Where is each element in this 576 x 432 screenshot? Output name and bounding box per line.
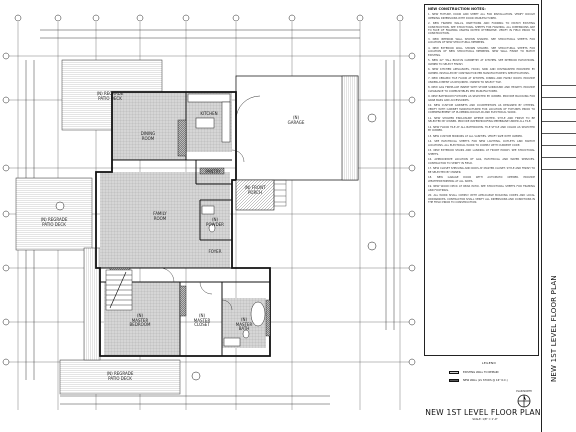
legend-swatch <box>449 371 459 374</box>
legend-item-existing-wall: EXISTING WALL TO REMAIN <box>449 371 498 374</box>
patio-deck-strip <box>83 247 101 361</box>
north-label: PLAN NORTH <box>516 390 532 393</box>
note-item: 12. NEW FLOOR TILE AT ALL BATHROOMS. TIL… <box>428 125 535 133</box>
title-block: NEW 1ST LEVEL FLOOR PLAN <box>541 0 576 432</box>
note-item: 7. NEW CERAMIC TILE FLOOR AT KITCHEN, DI… <box>428 77 535 84</box>
front-porch <box>235 179 275 211</box>
title-block-sheet-name: NEW 1ST LEVEL FLOOR PLAN <box>550 275 558 382</box>
notes-heading: NEW CONSTRUCTION NOTES: <box>428 7 486 11</box>
title-block-rows <box>542 74 576 170</box>
door-swings <box>159 149 245 311</box>
legend-label: NEW WALL (2x STUDS @ 16" O.C.) <box>463 379 508 382</box>
legend-swatch <box>449 379 459 382</box>
stair <box>105 269 133 311</box>
kitchen-counters <box>187 93 231 143</box>
title-block-row <box>542 122 576 134</box>
note-item: 13. NEW CUSTOM MIRRORS AT ALL VANITIES. … <box>428 134 523 138</box>
notes-list: 1. NEW FIXTURE, DOOR AND SHEET ALL FOR I… <box>428 13 535 204</box>
section-markers <box>55 113 377 381</box>
garage-deck-right <box>341 75 359 181</box>
title-block-row <box>542 158 576 170</box>
note-item: 6. NEW KITCHEN APPLIANCES, HOOD, SINK AN… <box>428 68 535 75</box>
note-item: 19. NEW WOOD DECK AT REAR PATIO. SEE STR… <box>428 185 535 192</box>
note-item: 10. NEW CUSTOM CABINETS AND COUNTERTOPS … <box>428 104 535 115</box>
title-block-row <box>542 86 576 98</box>
note-item: 1. NEW FIXTURE, DOOR AND SHEET ALL FOR I… <box>428 13 535 20</box>
note-item: 18. NEW GARAGE DOOR WITH AUTOMATIC OPENE… <box>428 176 535 183</box>
note-item: 3. NEW INTERIOR WALL SHOWN SHADED. SEE S… <box>428 38 535 45</box>
note-item: 5. NEW 42" TALL BUILT-IN CABINETRY AT KI… <box>428 59 535 66</box>
legend: LEGEND EXISTING WALL TO REMAIN NEW WALL … <box>449 361 529 393</box>
grid-bubbles <box>2 14 416 366</box>
north-arrow-icon <box>517 394 531 408</box>
note-item: 9. NEW BATHROOM FIXTURES AS SELECTED BY … <box>428 95 535 102</box>
porch-steps <box>273 179 287 207</box>
floor-plan <box>2 14 416 410</box>
garage-slab <box>235 75 359 181</box>
legend-item-new-wall: NEW WALL (2x STUDS @ 16" O.C.) <box>449 379 508 382</box>
title-block-row <box>542 134 576 146</box>
title-block-row <box>542 146 576 158</box>
dining-room-floor <box>112 92 186 160</box>
note-item: 16. APPROXIMATE LOCATION OF GAS, ELECTRI… <box>428 158 535 165</box>
construction-notes-box: NEW CONSTRUCTION NOTES: 1. NEW FIXTURE, … <box>424 4 539 356</box>
sheet-title: NEW 1ST LEVEL FLOOR PLAN <box>425 408 541 417</box>
bath-fixtures <box>201 205 266 347</box>
note-item: 2. NEW FRAMED WALLS, PARTITIONS AND FURR… <box>428 22 535 36</box>
note-item: 14. SEE ELECTRICAL SHEETS FOR NEW LIGHTI… <box>428 140 535 147</box>
note-item: 17. NEW CLOSET SHELVING AND RODS AT MAST… <box>428 167 535 174</box>
patio-deck-left <box>15 177 93 251</box>
sheet-scale: SCALE: 1/8" = 1'-0" <box>472 418 498 421</box>
note-item: 11. NEW SHOWER ENCLOSURE WHERE NOTED. ST… <box>428 116 535 124</box>
legend-label: EXISTING WALL TO REMAIN <box>463 371 499 374</box>
patio-deck-bottom <box>59 359 181 395</box>
family-room-floor <box>100 172 230 268</box>
title-block-row <box>542 110 576 122</box>
title-block-row <box>542 74 576 86</box>
legend-title: LEGEND <box>481 361 497 365</box>
title-block-row <box>542 98 576 110</box>
note-item: 15. NEW EXTERIOR STAIRS AND LANDING AT F… <box>428 149 535 156</box>
note-item: 4. NEW EXTERIOR WALL SHOWN SHADED. SEE S… <box>428 47 535 57</box>
note-item: 8. NEW GAS FIREPLACE INSERT WITH STONE S… <box>428 86 535 93</box>
note-item: 20. ALL WORK SHALL COMPLY WITH APPLICABL… <box>428 194 535 205</box>
